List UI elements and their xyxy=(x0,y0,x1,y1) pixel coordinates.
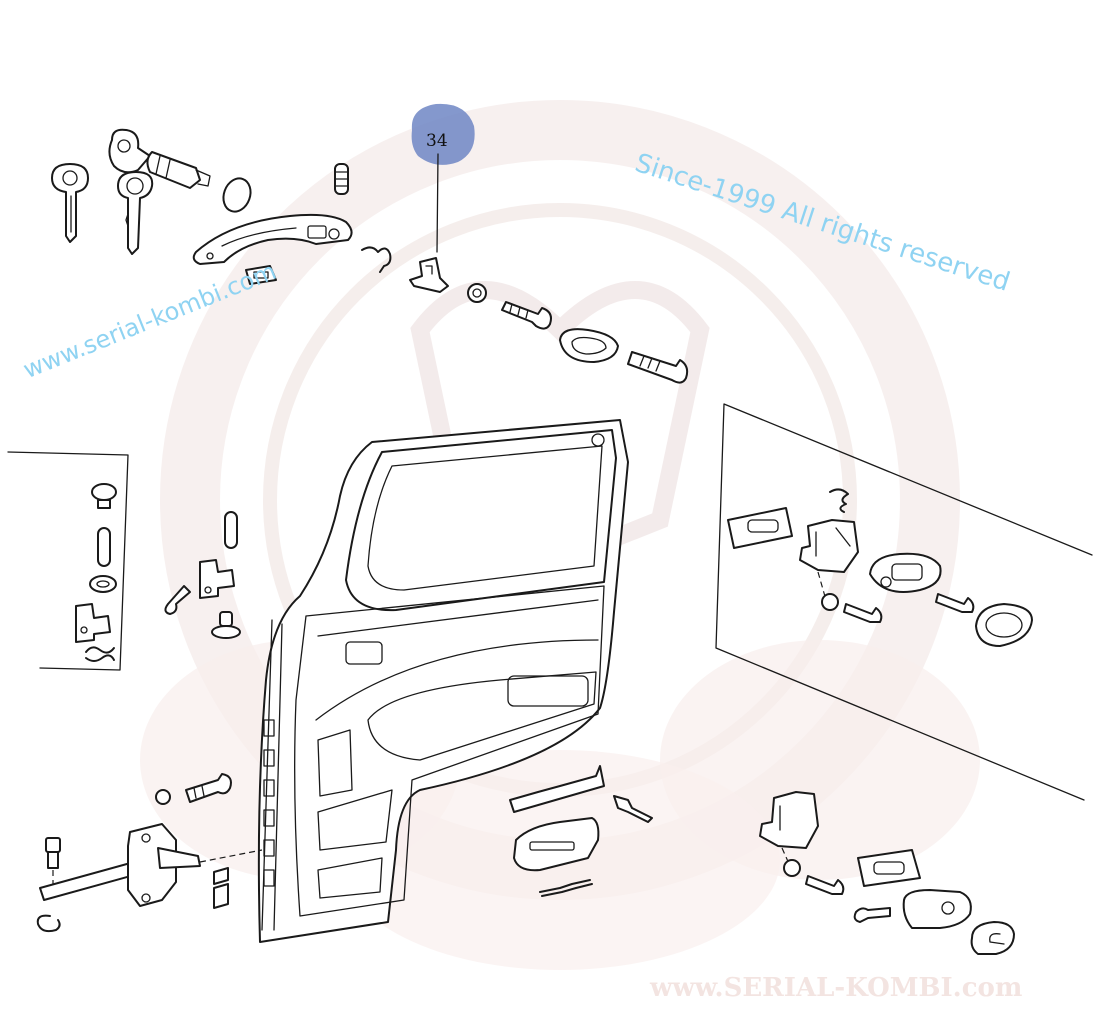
handle-gasket xyxy=(245,265,277,285)
latch-screw xyxy=(627,351,689,384)
lock-screw xyxy=(843,603,883,623)
key xyxy=(117,171,154,255)
lock-spring xyxy=(829,488,849,513)
lock-nut xyxy=(821,593,839,611)
check-strap-washer xyxy=(155,789,171,805)
callout-number: 34 xyxy=(426,131,448,151)
hinge-half xyxy=(75,603,111,643)
spring xyxy=(334,163,349,195)
handle-bezel xyxy=(559,328,619,363)
wire-clip xyxy=(539,879,593,897)
hinge-screw xyxy=(164,585,191,615)
o-ring xyxy=(222,177,252,213)
lower-handle-housing xyxy=(857,849,921,887)
lower-inner-handle xyxy=(902,889,972,929)
screw xyxy=(501,301,552,330)
retainer-clip xyxy=(409,257,449,293)
rivet xyxy=(613,795,653,823)
door-stop-button xyxy=(91,483,117,509)
hinge-pin xyxy=(97,527,111,567)
clip-spring xyxy=(361,246,392,273)
trim-clip xyxy=(213,867,229,909)
inner-handle xyxy=(869,552,942,593)
hinge-pin-2 xyxy=(224,511,238,549)
door-striker-stud xyxy=(211,611,241,639)
callout-34: 34 xyxy=(411,103,475,253)
grab-pocket xyxy=(513,817,600,872)
lower-lock-mechanism xyxy=(759,791,819,867)
lock-washer xyxy=(467,283,487,303)
lower-escutcheon xyxy=(970,921,1015,955)
inner-handle-housing xyxy=(727,507,793,549)
key-blank xyxy=(51,163,89,243)
escutcheon xyxy=(975,603,1033,647)
lock-mechanism xyxy=(799,519,859,601)
lower-lock-nut xyxy=(783,859,801,877)
inner-panel-outline xyxy=(715,403,1093,801)
check-strap-pin xyxy=(45,837,61,884)
lower-handle-screw xyxy=(853,907,891,923)
outside-door-handle xyxy=(192,213,353,265)
callout-bubble xyxy=(411,103,475,165)
handle-screw xyxy=(935,593,975,613)
hinge-bracket xyxy=(199,559,235,599)
e-clip xyxy=(36,914,61,933)
check-strap-bolt xyxy=(185,773,232,803)
check-strap-bracket xyxy=(127,823,263,907)
hinge-kit-box xyxy=(7,451,129,671)
hinge-washer xyxy=(89,575,117,593)
armrest-bracket xyxy=(509,765,605,813)
lock-cylinder xyxy=(108,128,211,189)
lower-lock-screw xyxy=(805,875,845,895)
door-shell xyxy=(257,419,629,943)
hinge-spring-clip xyxy=(85,646,115,662)
